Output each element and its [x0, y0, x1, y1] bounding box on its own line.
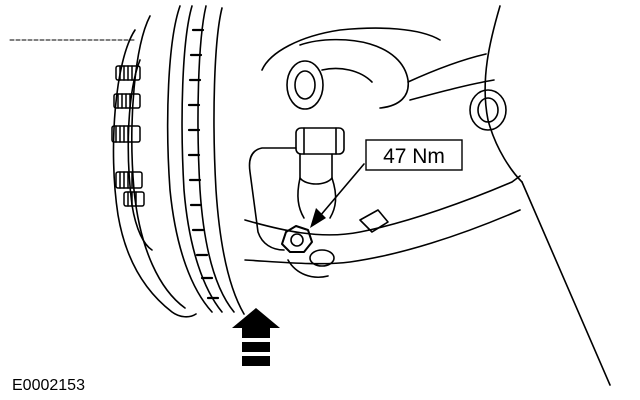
ball-joint-boss [309, 249, 335, 267]
lower-arm-outline [521, 181, 611, 386]
lower-arm-underside [244, 209, 521, 265]
wheel-stud [113, 93, 141, 109]
wheel-stud [123, 191, 145, 207]
disc-vent-ticks [187, 28, 220, 300]
callout-leader [319, 163, 365, 217]
torque-callout: 47 Nm [365, 139, 463, 171]
torque-value: 47 Nm [383, 145, 445, 168]
knuckle-bracket [248, 147, 297, 251]
brake-disc [112, 5, 245, 318]
arm-bushing [469, 89, 507, 131]
lower-arm-slot [359, 209, 389, 233]
strut-assembly [261, 27, 507, 131]
ball-joint-nut [281, 225, 313, 253]
hub-flange [127, 59, 153, 251]
wheel-stud [115, 65, 141, 81]
lower-arm-edge [484, 5, 523, 183]
callout-arrowhead [310, 208, 326, 228]
push-up-arrow-icon [232, 308, 280, 366]
wheel-stud [111, 125, 141, 143]
figure-id: E0002153 [12, 377, 85, 394]
lower-arm [244, 175, 521, 236]
wheel-stud [115, 171, 143, 189]
stabilizer-link [295, 127, 345, 219]
wheel-studs [111, 65, 145, 207]
